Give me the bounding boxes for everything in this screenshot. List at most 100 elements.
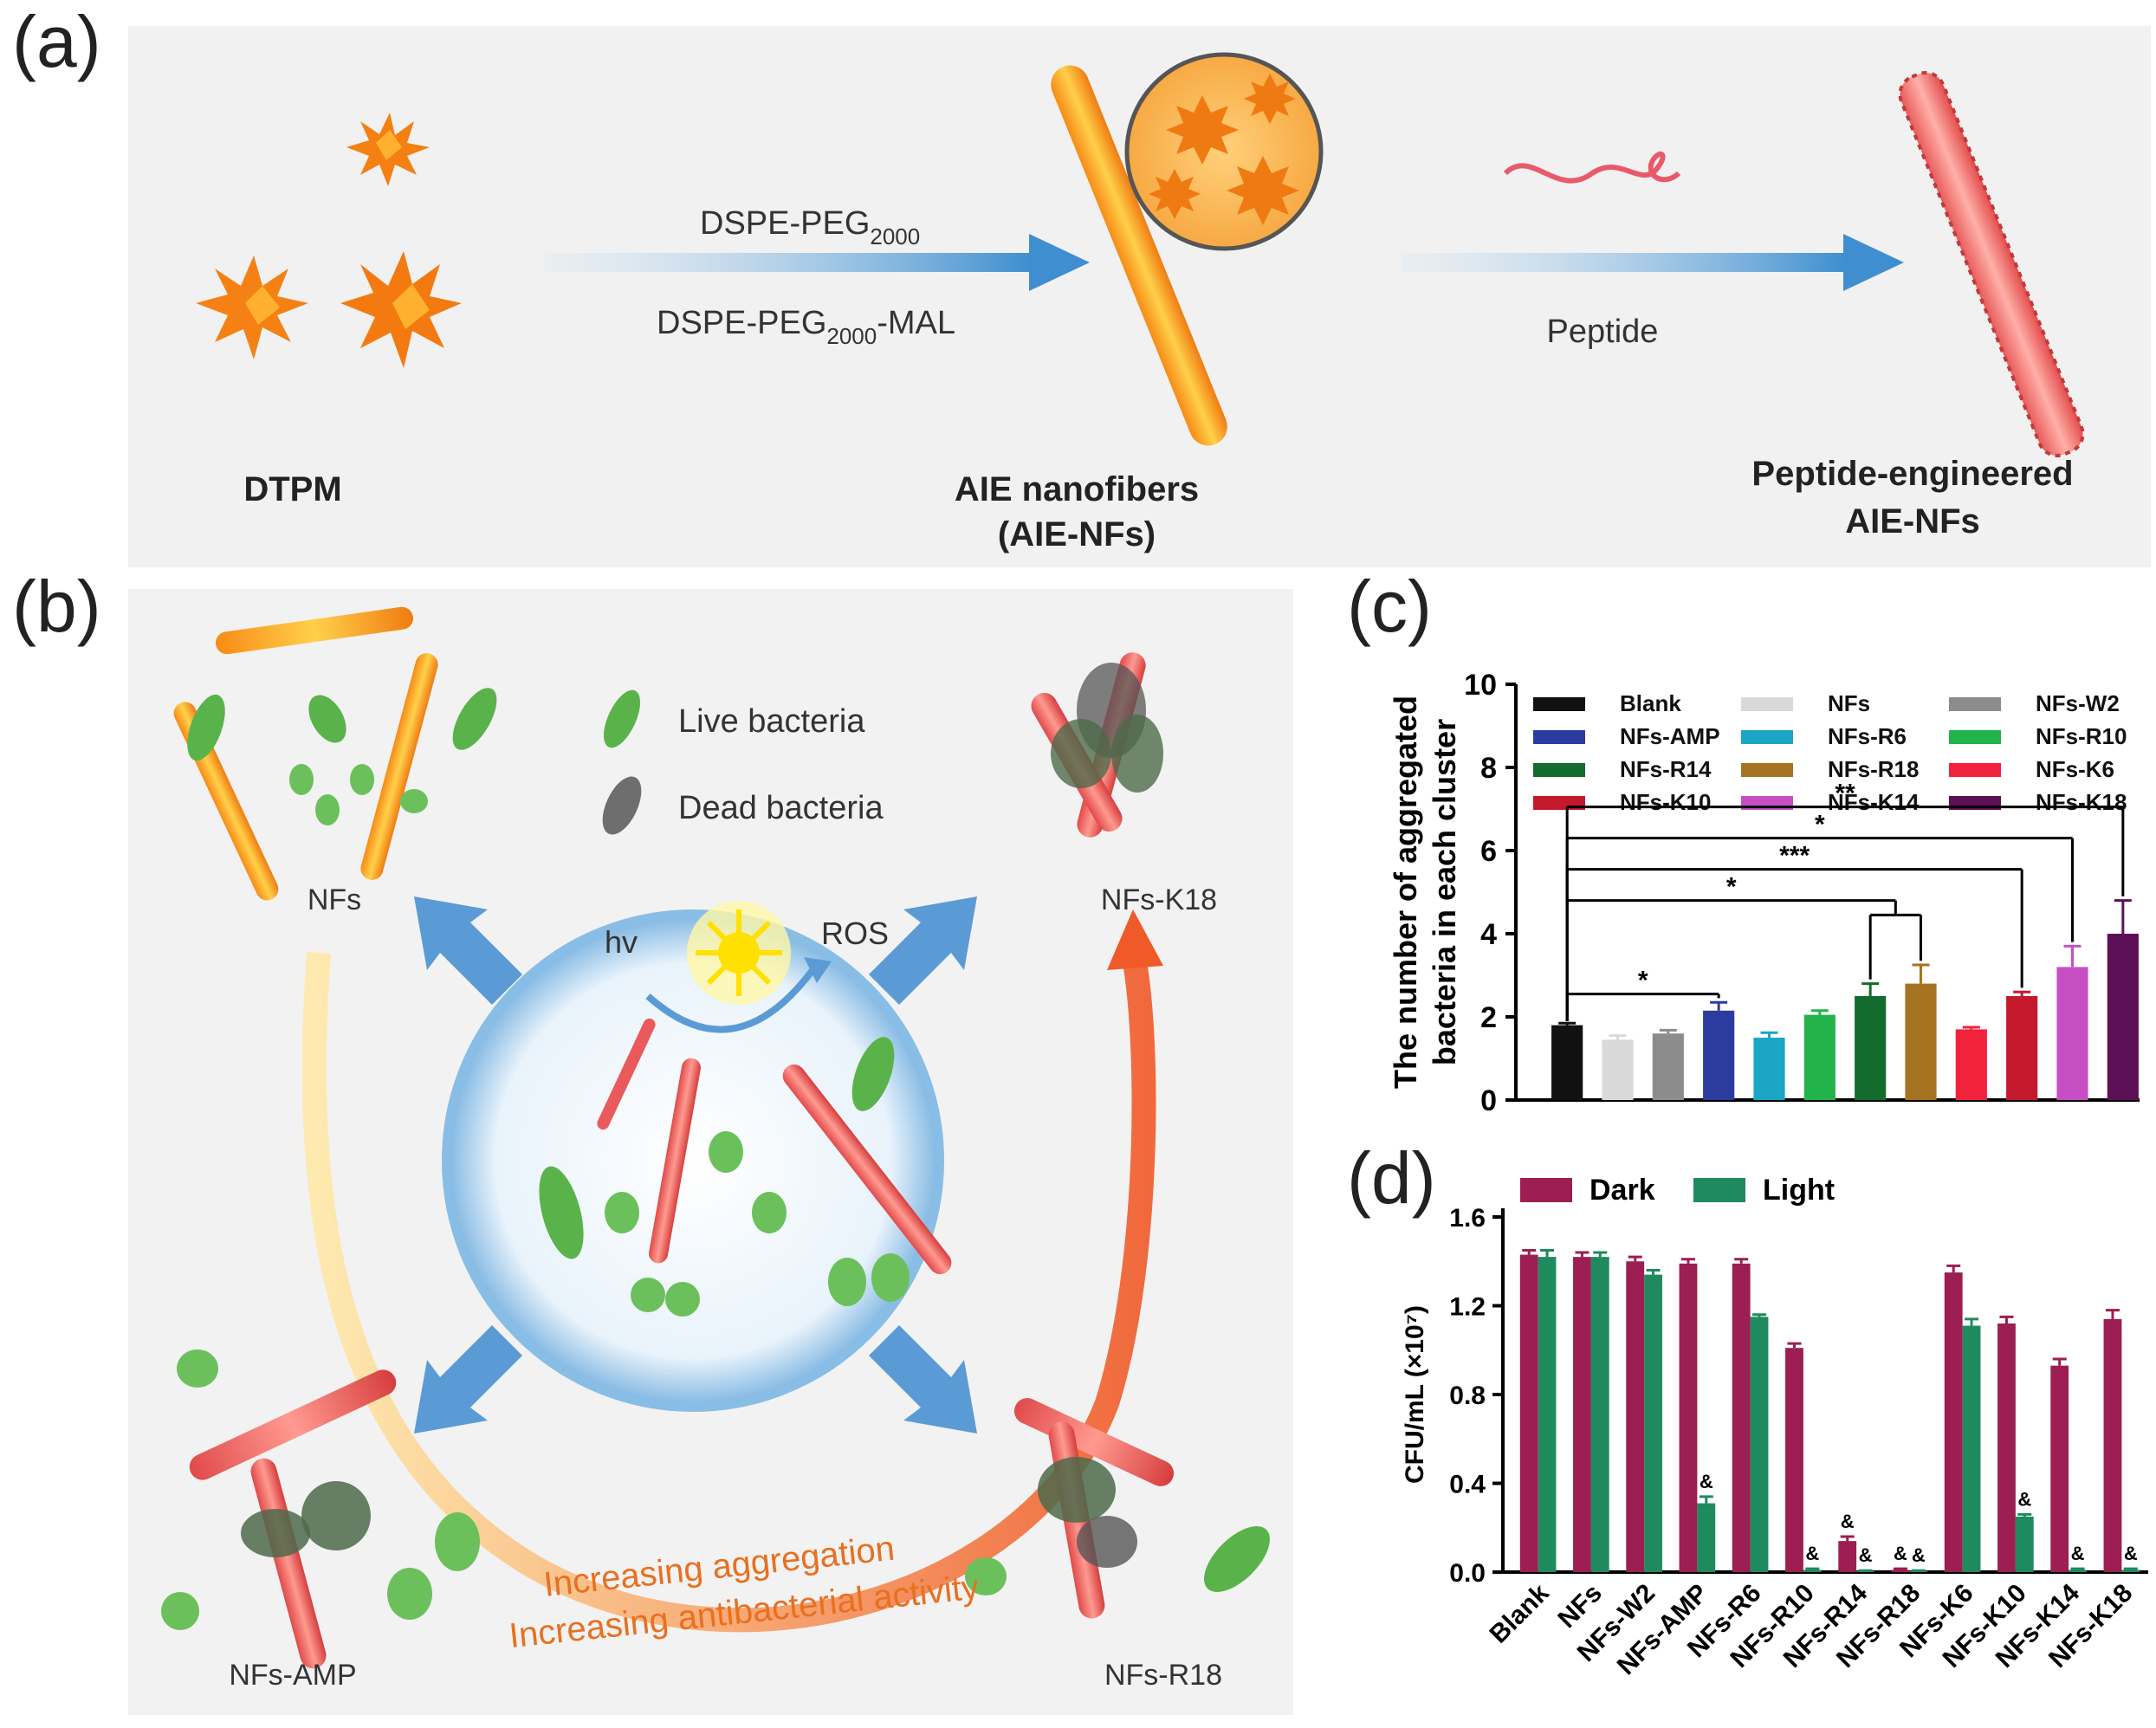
c-legend-label: NFs-R14 — [1620, 756, 1712, 782]
arrow-2-icon — [1402, 234, 1904, 291]
c-sig-label: ** — [1835, 780, 1855, 808]
c-ytick-label: 0 — [1480, 1084, 1497, 1117]
d-bar-dark — [1891, 1569, 1910, 1572]
central-sphere — [442, 909, 944, 1412]
c-ytick-label: 2 — [1480, 1001, 1497, 1034]
pe-label-line2: AIE-NFs — [1845, 502, 1980, 540]
c-bar-nfs-w2 — [1652, 1033, 1684, 1100]
peptide-nanofiber-icon — [1898, 71, 2085, 457]
dtpm-label: DTPM — [243, 470, 341, 508]
nfs-amp-cluster-icon — [161, 1349, 480, 1669]
panel-label-a: (a) — [12, 1, 101, 82]
d-bar-dark — [1679, 1263, 1698, 1572]
c-sig-label: * — [1726, 873, 1737, 902]
aie-nanofiber-icon — [1051, 52, 1324, 446]
c-legend-label: NFs-R10 — [2036, 723, 2127, 749]
panel-a-scheme: DSPE-PEG2000 DSPE-PEG2000-MAL AIE nanofi… — [128, 26, 2151, 567]
d-bar-dark — [1519, 1254, 1538, 1572]
panel-label-b: (b) — [12, 566, 101, 647]
peptide-label: Peptide — [1547, 314, 1659, 350]
c-legend-label: NFs-R18 — [1828, 756, 1919, 782]
aie-label-line2: (AIE-NFs) — [998, 515, 1156, 553]
reagent-1-text: DSPE-PEG2000 — [700, 205, 920, 249]
nfs-label: NFs — [308, 883, 361, 916]
d-ytick-label: 1.6 — [1449, 1204, 1486, 1233]
c-sig-label: * — [1815, 811, 1825, 839]
c-ytick-label: 10 — [1464, 669, 1497, 702]
d-bar-dark — [1732, 1263, 1751, 1572]
d-legend-swatch — [1693, 1178, 1745, 1202]
c-ytick-label: 6 — [1480, 835, 1497, 868]
dead-bacteria-icon — [602, 776, 642, 835]
ros-arrow-icon — [645, 968, 816, 1033]
d-mark: & — [2017, 1488, 2031, 1510]
d-bar-light — [2015, 1516, 2034, 1572]
pe-label-line1: Peptide-engineered — [1751, 455, 2073, 493]
d-bar-dark — [2103, 1318, 2122, 1572]
d-ytick-label: 0.4 — [1449, 1471, 1486, 1499]
c-legend-swatch — [1949, 730, 2001, 744]
c-bar-nfs — [1602, 1039, 1634, 1100]
c-sig-label: *** — [1779, 842, 1810, 870]
c-bar-nfs-amp — [1703, 1010, 1735, 1100]
d-bar-dark — [1997, 1324, 2016, 1572]
c-legend-swatch — [1533, 763, 1585, 777]
d-bar-light — [1590, 1257, 1609, 1572]
d-bar-dark — [1838, 1541, 1857, 1572]
c-bar-nfs-r18 — [1905, 983, 1937, 1100]
c-legend-label: NFs-K6 — [2036, 756, 2114, 782]
d-bar-dark — [2050, 1365, 2069, 1572]
c-ylabel-line1: The number of aggregated — [1388, 696, 1423, 1089]
d-bar-light — [2121, 1569, 2140, 1572]
c-legend-label: NFs-W2 — [2036, 690, 2120, 716]
reagent-2-text: DSPE-PEG2000-MAL — [657, 305, 955, 349]
legend-dead-text: Dead bacteria — [678, 790, 884, 826]
nfs-k18-cluster-icon — [1031, 652, 1163, 838]
panel-label-c: (c) — [1347, 566, 1432, 647]
d-legend-label: Dark — [1589, 1174, 1655, 1207]
c-legend-swatch — [1949, 763, 2001, 777]
c-legend-swatch — [1533, 697, 1585, 711]
d-legend-label: Light — [1763, 1174, 1835, 1207]
c-bar-nfs-k18 — [2107, 934, 2139, 1100]
aie-label-line1: AIE nanofibers — [955, 470, 1199, 508]
progress-arc — [301, 950, 1156, 1633]
c-bar-nfs-k10 — [2006, 996, 2038, 1100]
d-bar-dark — [1573, 1257, 1591, 1572]
c-bar-nfs-r10 — [1803, 1014, 1836, 1100]
d-bar-light — [1697, 1503, 1716, 1572]
d-ylabel: CFU/mL (×10⁷) — [1401, 1305, 1429, 1484]
d-mark: & — [2071, 1543, 2085, 1564]
nfs-r18-label: NFs-R18 — [1104, 1659, 1222, 1692]
d-bar-light — [1962, 1325, 1981, 1572]
c-bar-nfs-r6 — [1753, 1038, 1785, 1100]
c-legend-label: NFs — [1828, 690, 1870, 716]
d-mark: & — [2124, 1543, 2138, 1564]
d-ytick-label: 1.2 — [1449, 1293, 1486, 1322]
sun-light-icon — [687, 901, 791, 1005]
nfs-cluster-icon — [173, 606, 497, 901]
c-legend-label: NFs-R6 — [1828, 723, 1907, 749]
d-mark: & — [1700, 1471, 1713, 1492]
d-bar-dark — [1626, 1261, 1645, 1572]
d-xtick-label: Blank — [1484, 1578, 1554, 1648]
d-ytick-label: 0.0 — [1449, 1559, 1486, 1588]
c-legend-label: NFs-K14 — [1828, 789, 1920, 815]
c-legend-swatch — [1533, 730, 1585, 744]
c-legend-swatch — [1741, 697, 1793, 711]
d-legend-swatch — [1520, 1178, 1572, 1202]
c-legend-swatch — [1741, 763, 1793, 777]
d-bar-dark — [1785, 1348, 1803, 1572]
arrow-1-icon — [544, 234, 1090, 291]
c-ytick-label: 4 — [1480, 918, 1497, 951]
c-legend-swatch — [1949, 697, 2001, 711]
ros-label: ROS — [821, 916, 889, 951]
c-legend-label: Blank — [1620, 690, 1681, 716]
d-mark: & — [1859, 1544, 1873, 1566]
c-bar-nfs-r14 — [1855, 996, 1887, 1100]
c-bar-nfs-k14 — [2056, 967, 2088, 1100]
c-legend-label: NFs-K18 — [2036, 789, 2127, 815]
peptide-icon — [1503, 151, 1681, 184]
nfs-k18-label: NFs-K18 — [1101, 883, 1217, 916]
